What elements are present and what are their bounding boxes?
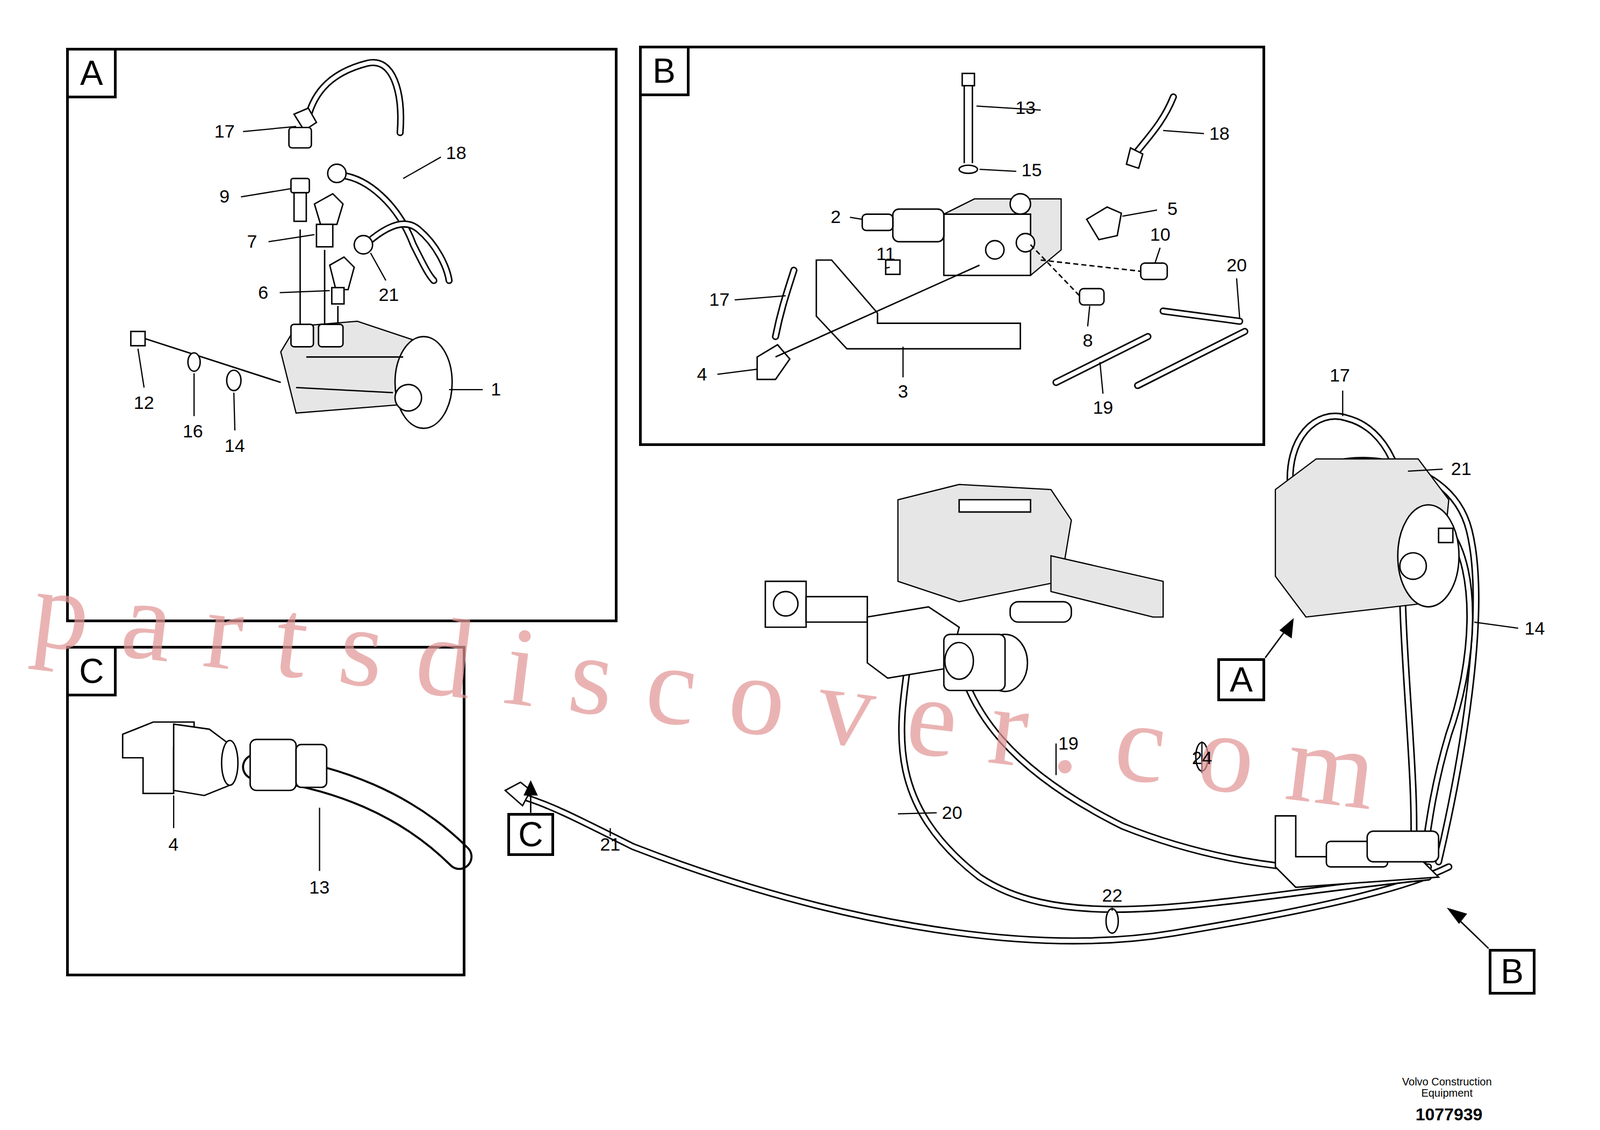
- detail-letter: C: [518, 817, 543, 852]
- callout-number: 14: [223, 436, 247, 456]
- detail-letter: B: [1500, 954, 1524, 989]
- detail-callout-box: A: [1217, 658, 1266, 702]
- callout-number: 6: [256, 283, 270, 303]
- callout-number: 1: [489, 379, 503, 400]
- watermark: partsdiscover.com: [26, 550, 1415, 832]
- callout-number: 17: [212, 122, 237, 142]
- detail-callout-box: C: [507, 813, 555, 857]
- callout-number: 10: [1148, 225, 1173, 245]
- callout-number: 4: [695, 364, 709, 385]
- callout-number: 19: [1056, 734, 1081, 754]
- callout-number: 3: [896, 382, 910, 402]
- callout-number: 21: [1449, 460, 1474, 480]
- callout-number: 24: [1190, 748, 1215, 769]
- callout-number: 8: [1080, 331, 1095, 351]
- detail-letter: A: [1229, 662, 1253, 698]
- detail-callout-box: B: [1488, 949, 1536, 995]
- callout-number: 9: [217, 187, 232, 207]
- callout-number: 13: [307, 878, 332, 898]
- callout-number: 12: [132, 393, 156, 413]
- callout-number: 11: [874, 244, 897, 264]
- callout-number: 15: [1020, 160, 1044, 181]
- footer-text: Volvo Construction Equipment: [1399, 1076, 1495, 1100]
- detail-letter: A: [66, 47, 117, 99]
- callout-number: 16: [181, 421, 205, 442]
- detail-letter: B: [639, 45, 690, 97]
- callout-number: 7: [245, 232, 259, 252]
- callout-number: 21: [376, 285, 401, 305]
- detail-frame: B: [639, 45, 1266, 446]
- callout-number: 20: [1224, 255, 1249, 276]
- callout-number: 22: [1100, 886, 1125, 906]
- footer-text: 1077939: [1414, 1106, 1485, 1125]
- callout-number: 18: [444, 143, 469, 163]
- callout-number: 13: [1013, 98, 1038, 118]
- detail-frame: A: [66, 47, 617, 623]
- callout-number: 19: [1091, 398, 1115, 419]
- callout-number: 20: [940, 803, 964, 823]
- callout-number: 17: [1328, 366, 1352, 386]
- callout-number: 21: [598, 835, 622, 855]
- callout-number: 2: [828, 207, 843, 228]
- callout-number: 5: [1165, 199, 1180, 219]
- callout-number: 14: [1523, 619, 1547, 639]
- callout-number: 4: [166, 835, 181, 855]
- callout-number: 17: [707, 290, 732, 310]
- callout-number: 18: [1207, 124, 1232, 144]
